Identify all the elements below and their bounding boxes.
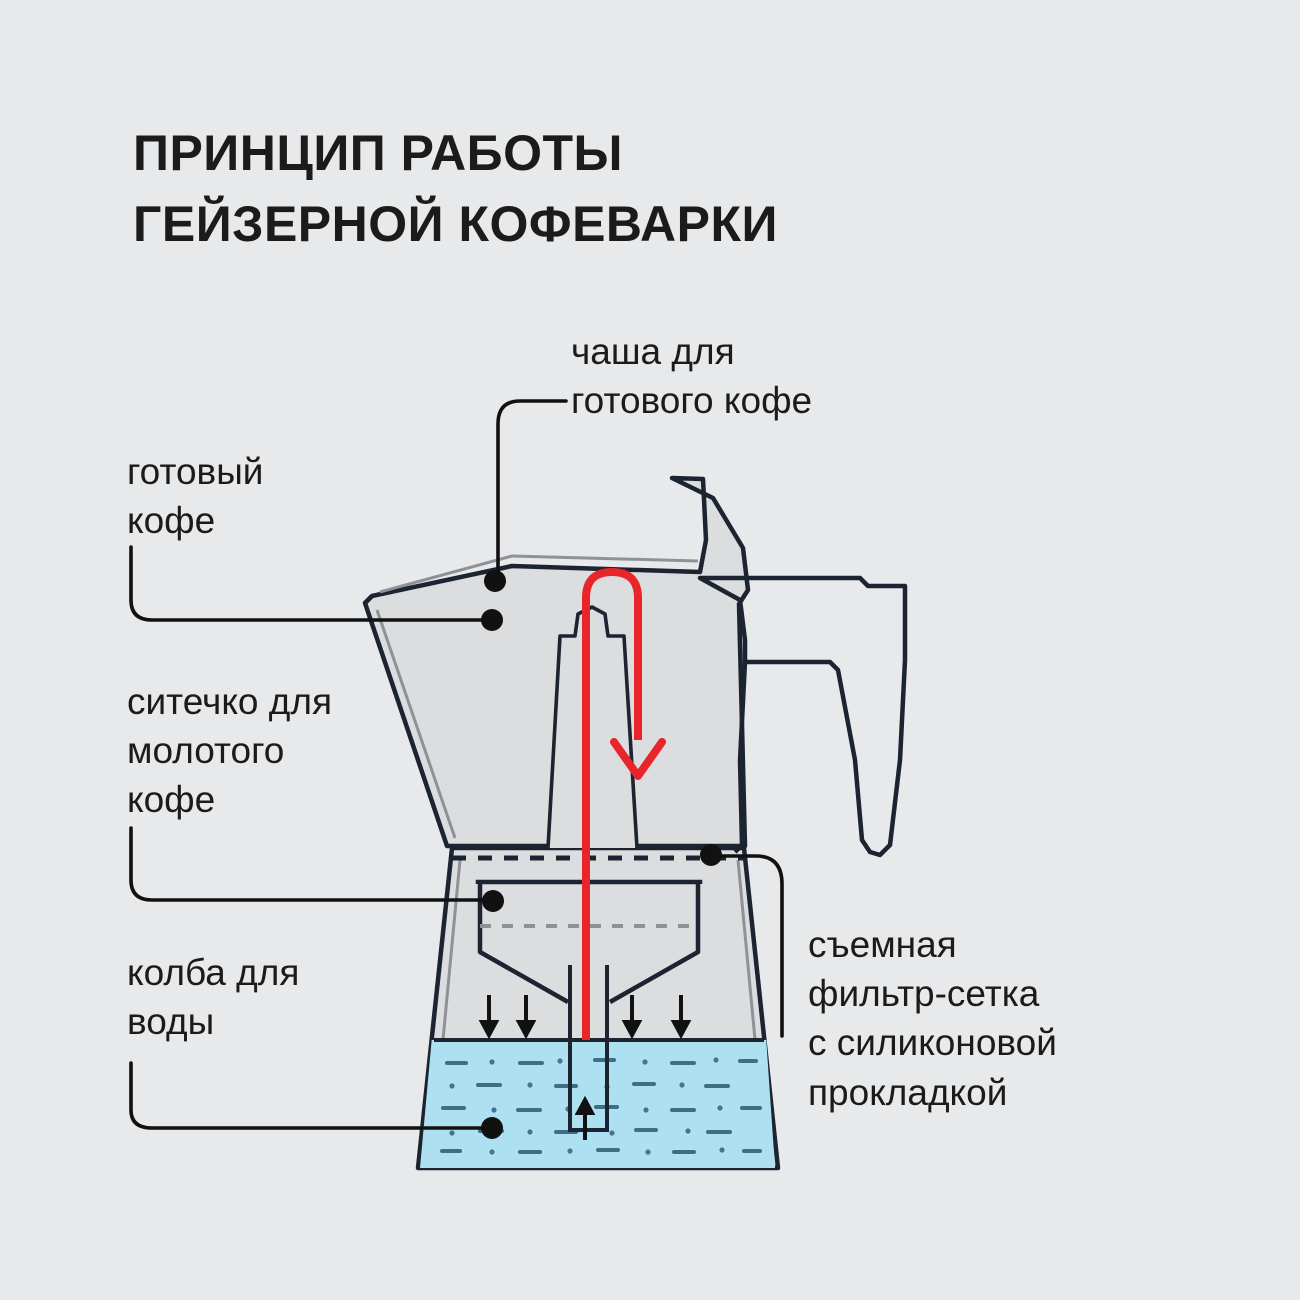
- label-ready-coffee: готовый кофе: [127, 451, 264, 542]
- leader-flask: [129, 1061, 489, 1130]
- riser-tube-lower: [568, 965, 609, 1132]
- leader-filter: [710, 854, 784, 1038]
- steam-pressure-arrows: [478, 995, 692, 1040]
- water-texture: [440, 1058, 762, 1154]
- pot-handle: [697, 575, 908, 858]
- dot-cup: [484, 570, 506, 592]
- leader-sieve: [129, 826, 489, 902]
- label-sieve-for-ground-coffee: ситечко для молотого кофе: [127, 681, 332, 821]
- dot-ready-coffee: [481, 609, 503, 631]
- label-water-flask: колба для воды: [127, 952, 300, 1043]
- label-removable-filter: съемная фильтр-сетка с силиконовой прокл…: [808, 924, 1057, 1113]
- riser-up-arrow: [574, 1095, 596, 1140]
- central-riser-column: [546, 605, 639, 849]
- ground-coffee-filter-basket: [475, 879, 703, 1004]
- brewed-coffee-upper-chamber: [362, 475, 751, 849]
- dot-filter: [700, 844, 722, 866]
- leader-ready-coffee: [129, 545, 489, 622]
- callout-dots: [481, 570, 722, 1139]
- water-bubbles: [449, 1057, 725, 1155]
- callout-leaders: [129, 399, 784, 1130]
- dot-sieve: [482, 890, 504, 912]
- page-title: ПРИНЦИП РАБОТЫ ГЕЙЗЕРНОЙ КОФЕВАРКИ: [133, 125, 778, 252]
- label-cup-for-ready-coffee: чаша для готового кофе: [571, 331, 813, 422]
- coffee-flow-arrow[interactable]: [582, 567, 666, 1040]
- leader-cup: [496, 399, 568, 582]
- dot-flask: [481, 1117, 503, 1139]
